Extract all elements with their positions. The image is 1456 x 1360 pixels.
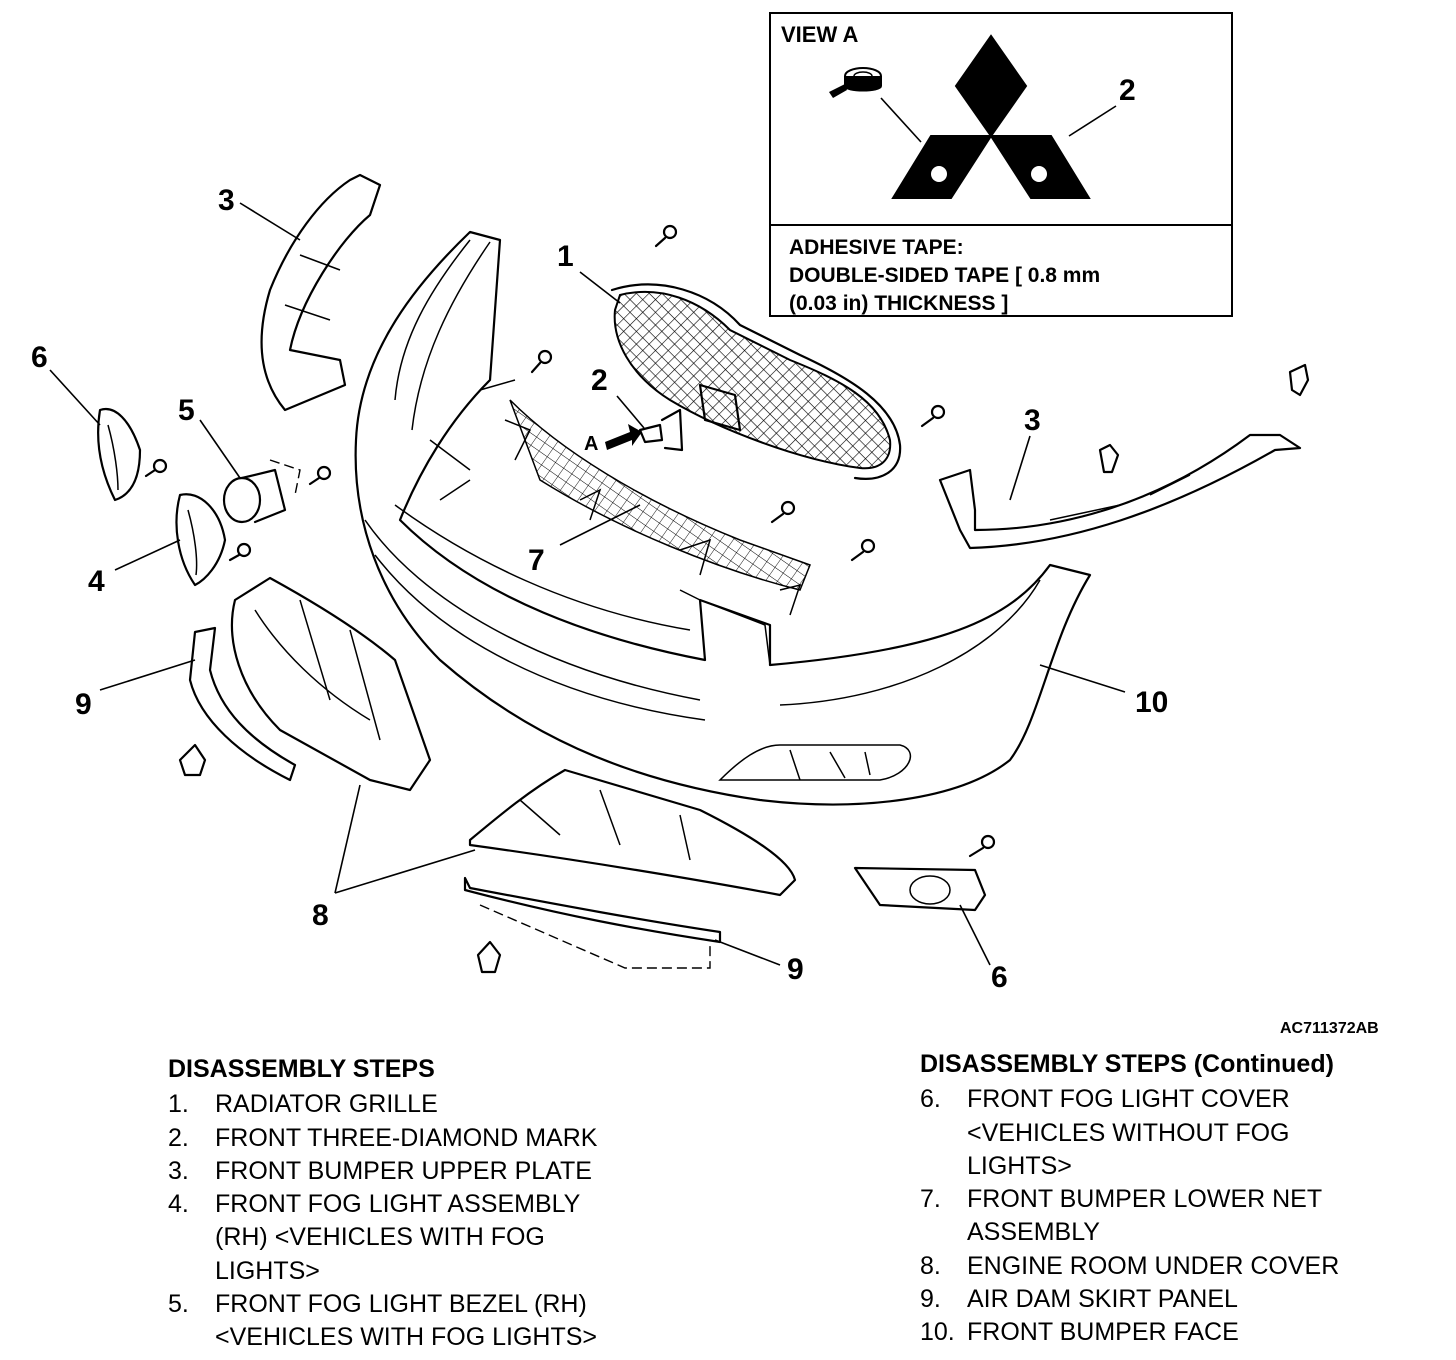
disassembly-steps-right: DISASSEMBLY STEPS (Continued) 6. FRONT FO…	[920, 1048, 1440, 1350]
emblem-leader	[1068, 105, 1117, 137]
view-a-title: VIEW A	[781, 22, 859, 47]
fog-light-cover-left	[97, 407, 142, 502]
step-number: 4.	[168, 1190, 189, 1219]
callout-9-right: 9	[787, 953, 804, 986]
callout-9-left: 9	[75, 688, 92, 721]
diagram-drawing	[49, 173, 1310, 974]
step-text: FRONT BUMPER UPPER PLATE	[215, 1156, 592, 1185]
fasteners	[144, 224, 1310, 974]
figure-code: AC711372AB	[1280, 1020, 1379, 1037]
step-item: 9. AIR DAM SKIRT PANEL	[920, 1283, 1440, 1316]
step-number: 9.	[920, 1285, 941, 1314]
upper-plate-right	[938, 433, 1302, 550]
callout-4: 4	[88, 565, 105, 598]
view-a-arrow	[605, 424, 642, 450]
step-text: FRONT FOG LIGHT BEZEL (RH) <VEHICLES WIT…	[215, 1290, 598, 1352]
steps-heading: DISASSEMBLY STEPS	[168, 1055, 435, 1083]
three-diamond-mark-small	[638, 408, 684, 452]
tape-roll-icon	[829, 67, 882, 98]
callout-3-right: 3	[1024, 404, 1041, 437]
lower-net-assembly	[479, 379, 811, 616]
exploded-diagram: 1 2 3 3 4 5 6 6 7 8 9 9 10 A	[31, 12, 1310, 994]
callout-6-right: 6	[991, 961, 1008, 994]
step-text: RADIATOR GRILLE	[215, 1090, 438, 1119]
step-item: 10. FRONT BUMPER FACE	[920, 1316, 1440, 1349]
engine-room-under-cover-lower	[468, 768, 797, 897]
air-dam-skirt-left	[188, 626, 297, 782]
arrow-a-label: A	[584, 433, 599, 455]
view-a-drawing	[829, 34, 1117, 199]
fog-light-assembly	[222, 459, 301, 524]
callout-3-left: 3	[218, 184, 235, 217]
callout-7: 7	[528, 544, 545, 577]
step-number: 3.	[168, 1156, 189, 1185]
upper-plate-left	[260, 173, 382, 412]
callout-5: 5	[178, 394, 195, 427]
callout-6-left: 6	[31, 341, 48, 374]
step-number: 6.	[920, 1085, 941, 1114]
step-text: FRONT THREE-DIAMOND MARK	[215, 1123, 598, 1152]
step-number: 5.	[168, 1290, 189, 1319]
view-a-note-line-2: DOUBLE-SIDED TAPE [ 0.8 mm	[789, 264, 1101, 287]
view-a-note: ADHESIVE TAPE: DOUBLE-SIDED TAPE [ 0.8 m…	[789, 234, 1100, 318]
radiator-grille	[610, 283, 902, 480]
engine-room-under-cover-left	[230, 576, 432, 792]
leader-lines	[49, 202, 1126, 966]
step-item: 6. FRONT FOG LIGHT COVER <VEHICLES WITHOU…	[920, 1083, 1440, 1183]
view-a-note-line-3: (0.03 in) THICKNESS ]	[789, 292, 1009, 315]
callout-8: 8	[312, 899, 329, 932]
step-text: ENGINE ROOM UNDER COVER	[967, 1251, 1340, 1280]
view-a-inset: VIEW A 2 ADHESIVE TAPE: DOUBLE-SIDED TAP…	[769, 12, 1233, 317]
tape-leader	[880, 97, 922, 143]
step-item: 8. ENGINE ROOM UNDER COVER	[920, 1250, 1440, 1283]
step-item: 7. FRONT BUMPER LOWER NET ASSEMBLY	[920, 1183, 1440, 1250]
step-item: 5. FRONT FOG LIGHT BEZEL (RH) <VEHICLES W…	[168, 1288, 688, 1355]
disassembly-steps-left: DISASSEMBLY STEPS 1. RADIATOR GRILLE 2. FR…	[168, 1053, 688, 1355]
callout-10: 10	[1135, 686, 1169, 719]
step-item: 1. RADIATOR GRILLE	[168, 1088, 688, 1121]
step-number: 2.	[168, 1123, 189, 1152]
step-text: FRONT BUMPER FACE	[967, 1318, 1239, 1347]
step-number: 7.	[920, 1185, 941, 1214]
step-item: 3. FRONT BUMPER UPPER PLATE	[168, 1155, 688, 1188]
step-text: FRONT FOG LIGHT ASSEMBLY (RH) <VEHICLES …	[215, 1190, 581, 1285]
step-number: 1.	[168, 1090, 189, 1119]
step-item: 4. FRONT FOG LIGHT ASSEMBLY (RH) <VEHICLE…	[168, 1188, 688, 1288]
view-a-note-line-1: ADHESIVE TAPE:	[789, 236, 964, 259]
step-text: FRONT BUMPER LOWER NET ASSEMBLY	[967, 1185, 1323, 1247]
fog-light-cover-right	[853, 866, 987, 912]
callout-2: 2	[591, 364, 608, 397]
step-number: 8.	[920, 1251, 941, 1280]
steps-heading-continued: DISASSEMBLY STEPS (Continued)	[920, 1050, 1334, 1078]
air-dam-skirt-bottom	[463, 876, 722, 969]
fog-light-bezel	[175, 493, 227, 587]
step-item: 2. FRONT THREE-DIAMOND MARK	[168, 1122, 688, 1155]
step-number: 10.	[920, 1318, 955, 1347]
step-text: AIR DAM SKIRT PANEL	[967, 1285, 1238, 1314]
view-a-callout-2: 2	[1119, 74, 1136, 107]
step-text: FRONT FOG LIGHT COVER <VEHICLES WITHOUT …	[967, 1085, 1290, 1180]
view-a-divider	[771, 224, 1231, 226]
three-diamond-emblem	[891, 34, 1091, 199]
callout-1: 1	[557, 240, 574, 273]
front-bumper-face	[354, 230, 1092, 806]
